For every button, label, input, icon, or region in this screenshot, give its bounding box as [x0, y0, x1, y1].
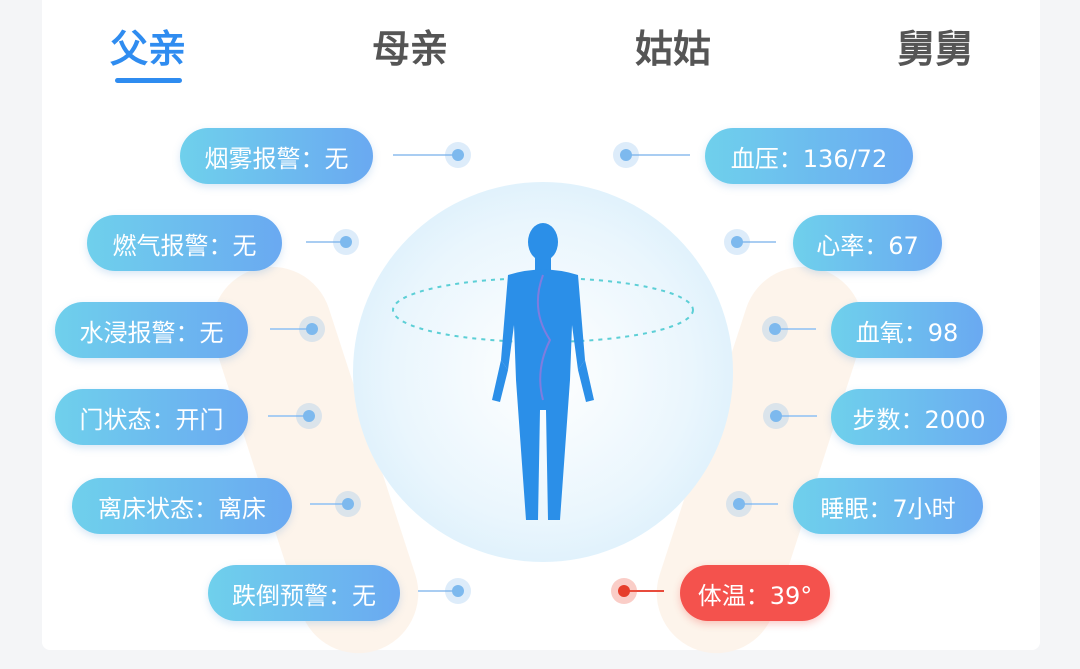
- tab-father[interactable]: 父亲: [109, 27, 187, 71]
- fall-alert-status: 跌倒预警：无: [208, 565, 400, 621]
- connector-line: [270, 328, 308, 330]
- tab-uncle[interactable]: 舅舅: [896, 27, 974, 71]
- connector-line: [418, 590, 454, 592]
- body-temperature-alert: 体温：39°: [680, 565, 830, 621]
- connector-line: [779, 415, 817, 417]
- sleep-value: 睡眠：7小时: [793, 478, 983, 534]
- human-body-figure: [392, 223, 694, 520]
- door-status: 门状态：开门: [55, 389, 248, 445]
- gas-alarm-status: 燃气报警：无: [87, 215, 282, 271]
- connector-line: [740, 241, 776, 243]
- blood-pressure-value: 血压：136/72: [705, 128, 913, 184]
- indicator-dot: [724, 229, 750, 255]
- indicator-dot: [335, 491, 361, 517]
- connector-line: [778, 328, 816, 330]
- tab-aunt[interactable]: 姑姑: [634, 27, 712, 71]
- indicator-dot: [613, 142, 639, 168]
- active-tab-indicator: [115, 78, 182, 83]
- connector-line: [742, 503, 778, 505]
- steps-value: 步数：2000: [831, 389, 1007, 445]
- tab-mother[interactable]: 母亲: [371, 27, 449, 71]
- indicator-dot: [726, 491, 752, 517]
- indicator-dot: [299, 316, 325, 342]
- blood-oxygen-value: 血氧：98: [831, 302, 983, 358]
- indicator-dot: [763, 403, 789, 429]
- indicator-dot: [445, 142, 471, 168]
- scan-ring: [392, 277, 694, 343]
- indicator-dot: [333, 229, 359, 255]
- connector-line: [310, 503, 346, 505]
- connector-line: [306, 241, 342, 243]
- flood-alarm-status: 水浸报警：无: [55, 302, 248, 358]
- heart-rate-value: 心率：67: [793, 215, 942, 271]
- indicator-dot: [762, 316, 788, 342]
- alert-indicator-dot: [611, 578, 637, 604]
- connector-line-alert: [628, 590, 664, 592]
- indicator-dot: [445, 578, 471, 604]
- bed-exit-status: 离床状态：离床: [72, 478, 292, 534]
- indicator-dot: [296, 403, 322, 429]
- smoke-alarm-status: 烟雾报警：无: [180, 128, 373, 184]
- connector-line: [268, 415, 306, 417]
- body-silhouette: [492, 223, 594, 520]
- connector-line: [630, 154, 690, 156]
- connector-line: [393, 154, 453, 156]
